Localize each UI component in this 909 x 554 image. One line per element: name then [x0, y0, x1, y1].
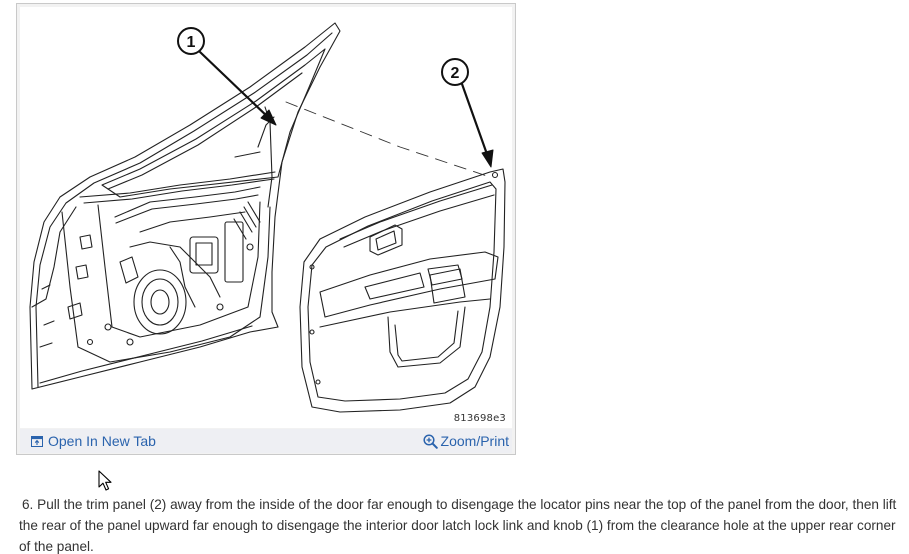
callout-1-label: 1	[187, 34, 196, 51]
magnifier-plus-icon	[422, 433, 438, 449]
door-trim-panel-diagram[interactable]: 1 2 813698e3	[20, 7, 512, 428]
instruction-step-6: 6. Pull the trim panel (2) away from the…	[19, 494, 899, 554]
figure-container: 1 2 813698e3	[16, 3, 516, 455]
zoom-print-link[interactable]: Zoom/Print	[422, 433, 509, 449]
open-in-new-tab-label: Open In New Tab	[48, 433, 156, 449]
open-in-new-tab-icon	[31, 435, 43, 447]
zoom-print-label: Zoom/Print	[440, 433, 509, 449]
figure-toolbar: Open In New Tab Zoom/Print	[20, 429, 512, 453]
callout-1-marker: 1	[177, 27, 277, 126]
step-text: Pull the trim panel (2) away from the in…	[19, 497, 897, 554]
alignment-guide-line	[285, 101, 491, 178]
trim-panel-illustration	[299, 168, 506, 413]
figure-id-label: 813698e3	[453, 413, 506, 424]
callout-2-label: 2	[451, 65, 460, 82]
callout-2-marker: 2	[441, 58, 494, 168]
mouse-pointer-icon	[98, 470, 112, 491]
step-number: 6.	[22, 497, 34, 512]
open-in-new-tab-link[interactable]: Open In New Tab	[31, 433, 156, 449]
diagram-drawing: 1 2	[29, 22, 506, 413]
door-shell-illustration	[29, 22, 341, 390]
